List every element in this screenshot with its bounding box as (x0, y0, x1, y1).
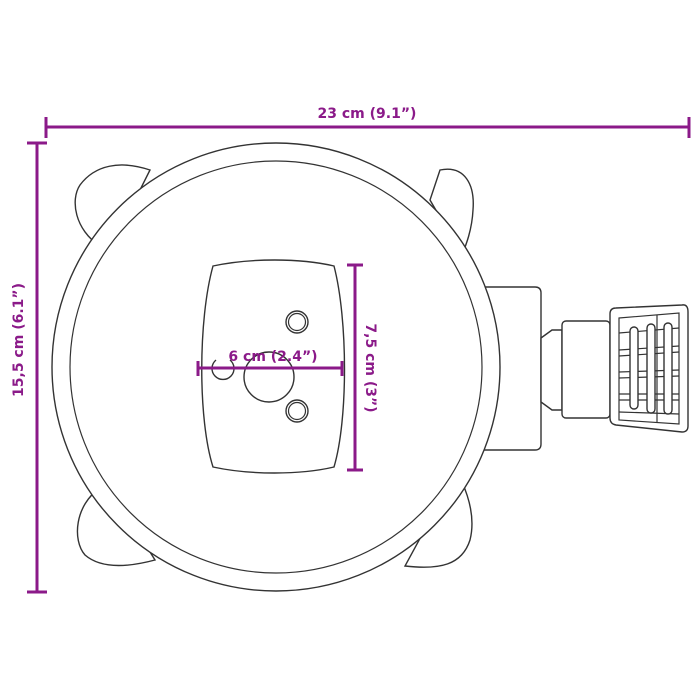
screw-hole-bottom-inner (287, 401, 307, 421)
outlet-neck (540, 329, 563, 411)
housing-inner-ring (69, 160, 483, 574)
screw-hole-left (211, 359, 235, 381)
height-label: 15,5 cm (6.1”) (11, 283, 27, 397)
plate-height-label: 7,5 cm (3”) (362, 323, 378, 412)
screw-hole-bottom (285, 399, 309, 423)
screw-hole-top-inner (287, 312, 307, 332)
grip-ribs (629, 322, 673, 415)
dimension-plate-height: 7,5 cm (3”) (347, 263, 378, 472)
grip-handle (609, 304, 689, 433)
grip-inner (618, 312, 680, 425)
mounting-lugs (74, 164, 474, 568)
width-label: 23 cm (9.1”) (318, 106, 417, 122)
lug-top-left (74, 164, 151, 247)
screw-hole-top (285, 310, 309, 334)
center-hole (243, 351, 295, 403)
outlet-sleeve (561, 320, 611, 419)
dimension-height: 15,5 cm (6.1”) (11, 141, 47, 594)
lug-bottom-left (76, 487, 157, 567)
plate-width-label: 6 cm (2.4”) (228, 349, 317, 365)
dimension-width: 23 cm (9.1”) (44, 106, 691, 138)
lug-bottom-right (403, 480, 473, 568)
dimension-plate-width: 6 cm (2.4”) (196, 349, 344, 376)
